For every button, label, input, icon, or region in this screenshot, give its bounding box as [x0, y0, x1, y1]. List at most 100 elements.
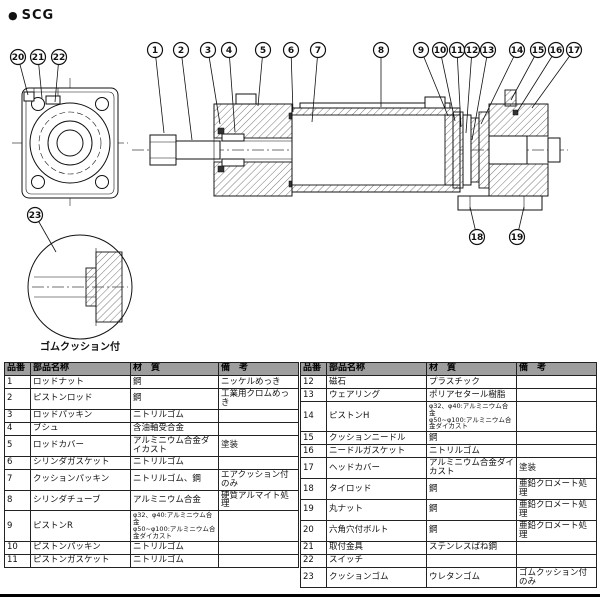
callout-leader-4 — [228, 49, 236, 133]
callout-leader-6 — [290, 49, 294, 113]
header-name: 部品名称 — [30, 362, 131, 376]
cell-name: ピストンロッド — [30, 388, 131, 410]
callout-balloon-4 — [220, 41, 238, 59]
callout-balloon-2 — [172, 41, 190, 59]
callout-balloon-20 — [9, 48, 27, 66]
cell-material: ニトリルゴム — [130, 540, 219, 555]
cell-material: 鋼 — [426, 519, 517, 542]
cell-note — [516, 375, 597, 389]
header-no: 品番 — [4, 362, 31, 376]
callout-balloon-21 — [29, 48, 47, 66]
callout-balloon-10 — [431, 41, 449, 59]
callout-leader-15 — [510, 49, 539, 101]
cell-name: スイッチ — [326, 553, 427, 568]
cell-no: 6 — [4, 455, 31, 470]
parts-table-header: 品番 部品名称 材 質 備 考 — [300, 362, 597, 376]
callout-balloon-23 — [26, 206, 44, 224]
cell-material: ポリアセタール樹脂 — [426, 388, 517, 402]
cell-name: ピストンR — [30, 510, 131, 542]
cell-name: クッションパッキン — [30, 468, 131, 491]
callout-leader-14 — [480, 49, 518, 125]
cell-no: 13 — [300, 388, 327, 402]
cell-material: アルミニウム合金ダイカスト — [130, 434, 219, 457]
detail-view: ゴムクッション付 — [27, 234, 133, 353]
cell-note: 亜鉛クロメート処理 — [516, 478, 597, 500]
callout-leader-11 — [456, 49, 462, 128]
cell-name: 取付金具 — [326, 540, 427, 555]
series-name: SCG — [21, 8, 55, 23]
cell-name: ピストンH — [326, 400, 427, 433]
cell-name: タイロッド — [326, 478, 427, 500]
header-material: 材 質 — [426, 362, 517, 376]
callout-number-19: 19 — [511, 233, 524, 243]
callout-leader-2 — [180, 49, 193, 141]
callout-number-11: 11 — [451, 46, 464, 56]
cell-no: 20 — [300, 519, 327, 542]
cell-material: 鋼 — [426, 498, 517, 521]
callout-number-7: 7 — [315, 46, 321, 56]
cell-material: 含油軸受合金 — [130, 421, 219, 436]
callout-balloon-16 — [547, 41, 565, 59]
section-view — [132, 89, 568, 211]
callout-leader-9 — [420, 49, 449, 117]
callout-balloon-8 — [372, 41, 390, 59]
cell-no: 17 — [300, 457, 327, 480]
cell-note: ニッケルめっき — [218, 375, 299, 389]
cell-no: 1 — [4, 375, 31, 389]
cell-material: 鋼 — [426, 431, 517, 446]
cell-name: ウェアリング — [326, 388, 427, 402]
cell-name: ロッドパッキン — [30, 408, 131, 423]
cell-note — [218, 455, 299, 470]
page-bottom-rule — [0, 594, 600, 597]
cell-name: 丸ナット — [326, 498, 427, 521]
callout-number-16: 16 — [550, 46, 563, 56]
cell-note: ゴムクッション付のみ — [516, 566, 597, 589]
bullet-icon: ● — [8, 9, 19, 22]
callout-balloon-17 — [565, 41, 583, 59]
cell-material: ステンレスばね鋼 — [426, 540, 517, 555]
callout-leader-17 — [531, 49, 575, 109]
cell-note — [218, 510, 299, 542]
cell-no: 22 — [300, 553, 327, 568]
cell-name: クッションゴム — [326, 566, 427, 589]
cell-note — [218, 408, 299, 423]
callout-number-10: 10 — [434, 46, 447, 56]
callout-balloon-22 — [50, 48, 68, 66]
callout-number-5: 5 — [260, 46, 266, 56]
cell-no: 15 — [300, 431, 327, 446]
cell-note: 亜鉛クロメート処理 — [516, 519, 597, 542]
callout-leader-12 — [465, 49, 473, 134]
cell-note: 工業用クロムめっき — [218, 388, 299, 410]
cell-no: 9 — [4, 510, 31, 542]
callout-number-12: 12 — [466, 46, 479, 56]
cell-material: ニトリルゴム — [130, 553, 219, 568]
cell-no: 21 — [300, 540, 327, 555]
cell-no: 12 — [300, 375, 327, 389]
cell-name: ヘッドカバー — [326, 457, 427, 480]
cell-note: 塗装 — [516, 457, 597, 480]
cell-no: 16 — [300, 444, 327, 459]
front-view — [12, 78, 128, 206]
cell-name: ピストンガスケット — [30, 553, 131, 568]
cell-note — [218, 540, 299, 555]
cell-no: 8 — [4, 489, 31, 512]
cell-material: アルミニウム合金 — [130, 489, 219, 512]
cell-no: 18 — [300, 478, 327, 500]
cell-material: ニトリルゴム — [130, 455, 219, 470]
series-label: ●SCG — [8, 8, 54, 23]
